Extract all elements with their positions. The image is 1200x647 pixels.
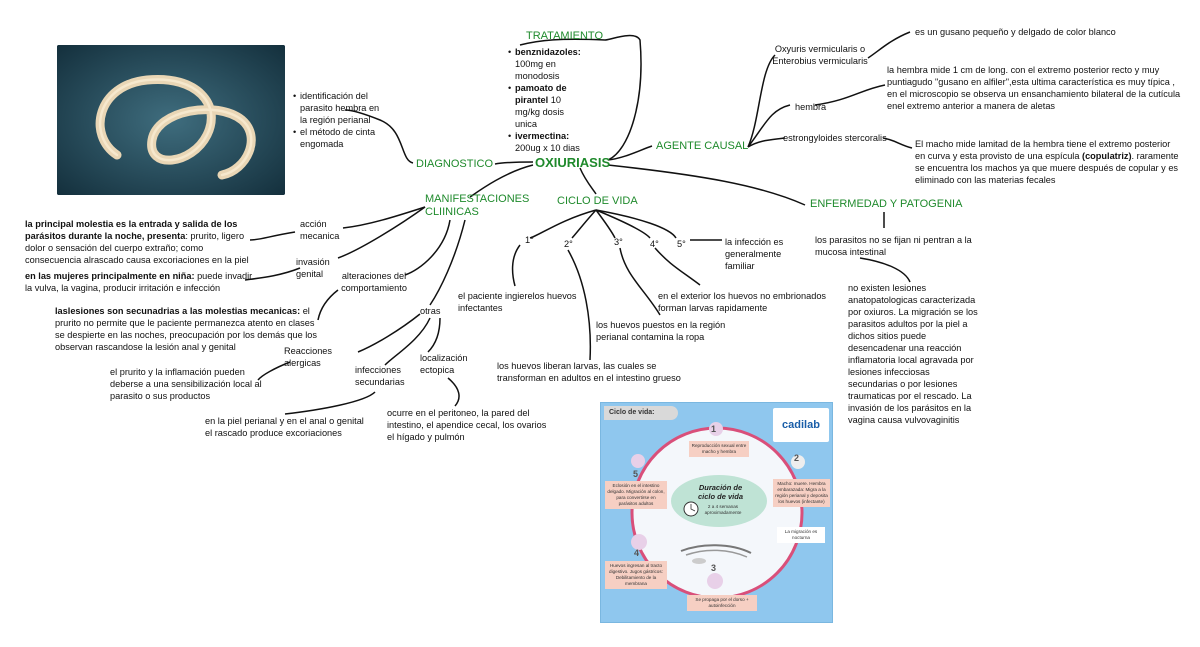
- agente-hembra: hembra: [795, 102, 827, 112]
- infographic-num-1: 1: [711, 424, 717, 434]
- branch-enfermedad: ENFERMEDAD Y PATOGENIA: [810, 198, 963, 210]
- ciclo-texto-2: los huevos liberan larvas, las cuales se…: [497, 361, 681, 383]
- infographic-step-2b: La migración es nocturna: [777, 527, 825, 543]
- infographic-ring: [630, 422, 805, 600]
- manif-reacciones-desc: el prurito y la inflamación pueden deber…: [110, 367, 262, 401]
- infographic-title: Ciclo de vida:: [604, 406, 678, 420]
- tratamiento-item: benznidazoles: 100mg en monodosis: [508, 46, 588, 82]
- manif-infecciones-desc: en la piel perianal y en el anal o genit…: [205, 416, 364, 438]
- ciclo-texto-3: los huevos puestos en la región perianal…: [596, 320, 726, 342]
- center-title: OXIURIASIS: [535, 155, 611, 170]
- manif-alteraciones: alteraciones del comportamiento: [341, 271, 407, 293]
- manif-localizacion: localización ectopica: [420, 353, 468, 375]
- agente-macho-desc: El macho mide lamitad de la hembra tiene…: [915, 139, 1179, 185]
- manif-infecciones: infecciones secundarias: [355, 365, 405, 387]
- infographic-num-3: 3: [711, 563, 717, 573]
- branch-ciclo: CICLO DE VIDA: [557, 195, 638, 207]
- tratamiento-list: benznidazoles: 100mg en monodosis pamoat…: [508, 46, 588, 154]
- agente-estrongy: estrongyloides stercoralis: [783, 133, 887, 143]
- infographic-num-2: 2: [794, 453, 800, 463]
- manif-localizacion-desc: ocurre en el peritoneo, la pared del int…: [387, 408, 547, 442]
- diagnostico-item: el método de cinta engomada: [293, 126, 388, 150]
- cadilab-logo: cadilab: [773, 408, 829, 442]
- infographic-step-4: Huevos ingresan al tracto digestivo. Jug…: [605, 561, 667, 589]
- ciclo-num-5: 5°: [677, 239, 686, 249]
- ciclo-texto-5: la infección es generalmente familiar: [725, 237, 784, 271]
- agente-hembra-desc: la hembra mide 1 cm de long. con el extr…: [887, 65, 1181, 111]
- branch-tratamiento: TRATAMIENTO: [526, 30, 603, 42]
- manif-accion: acción mecanica: [300, 219, 340, 241]
- manif-lesiones-desc: laslesiones son secunadrias a las molest…: [55, 306, 318, 352]
- infographic-step-3: Se propaga por el dorso + autoinfección: [687, 595, 757, 611]
- enfermedad-texto1: los parasitos no se fijan ni pentran a l…: [815, 235, 972, 257]
- branch-manifestaciones: MANIFESTACIONES CLIINICAS: [425, 193, 530, 218]
- ciclo-num-2: 2°: [564, 239, 573, 249]
- branch-agente-causal: AGENTE CAUSAL: [656, 140, 749, 152]
- ciclo-num-3: 3°: [614, 237, 623, 247]
- manif-accion-desc: la principal molestia es la entrada y sa…: [25, 219, 249, 265]
- branch-diagnostico: DIAGNOSTICO: [416, 158, 494, 170]
- infographic-center-sub: 2 a 4 semanas aproximadamente: [704, 504, 742, 515]
- diagnostico-list: identificación del parasito hembra en la…: [293, 90, 388, 150]
- ciclo-texto-1: el paciente ingierelos huevos infectante…: [458, 291, 577, 313]
- infographic-step-1: Reproducción sexual entre macho y hembra: [689, 441, 749, 457]
- tratamiento-item: ivermectina: 200ug x 10 dias: [508, 130, 588, 154]
- infographic-num-5: 5: [633, 469, 639, 479]
- manif-invasion: invasión genital: [296, 257, 330, 279]
- manif-reacciones: Reacciones alergicas: [284, 346, 333, 368]
- infographic-num-4: 4: [634, 548, 640, 558]
- diagnostico-item: identificación del parasito hembra en la…: [293, 90, 388, 126]
- enfermedad-texto2: no existen lesiones anatopatologicas car…: [848, 283, 978, 425]
- ciclo-texto-4: en el exterior los huevos no embrionados…: [658, 291, 827, 313]
- infographic-step-5: Eclosión en el intestino delgado. Migrac…: [605, 481, 667, 509]
- ciclo-num-4: 4°: [650, 239, 659, 249]
- manif-otras: otras: [420, 306, 441, 316]
- oxiuro-photo: [57, 45, 285, 195]
- agente-oxyuris: Oxyuris vermicularis o Enterobius vermic…: [772, 44, 868, 66]
- ciclo-num-1: 1°: [525, 235, 534, 245]
- tratamiento-item: pamoato de pirantel 10 mg/kg dosis unica: [508, 82, 588, 130]
- agente-oxyuris-desc: es un gusano pequeño y delgado de color …: [915, 27, 1116, 37]
- infographic-step-2: Macho: muere. Hembra embarazada: Migra a…: [773, 479, 830, 507]
- manif-invasion-desc: en las mujeres principalmente en niña: p…: [25, 271, 253, 293]
